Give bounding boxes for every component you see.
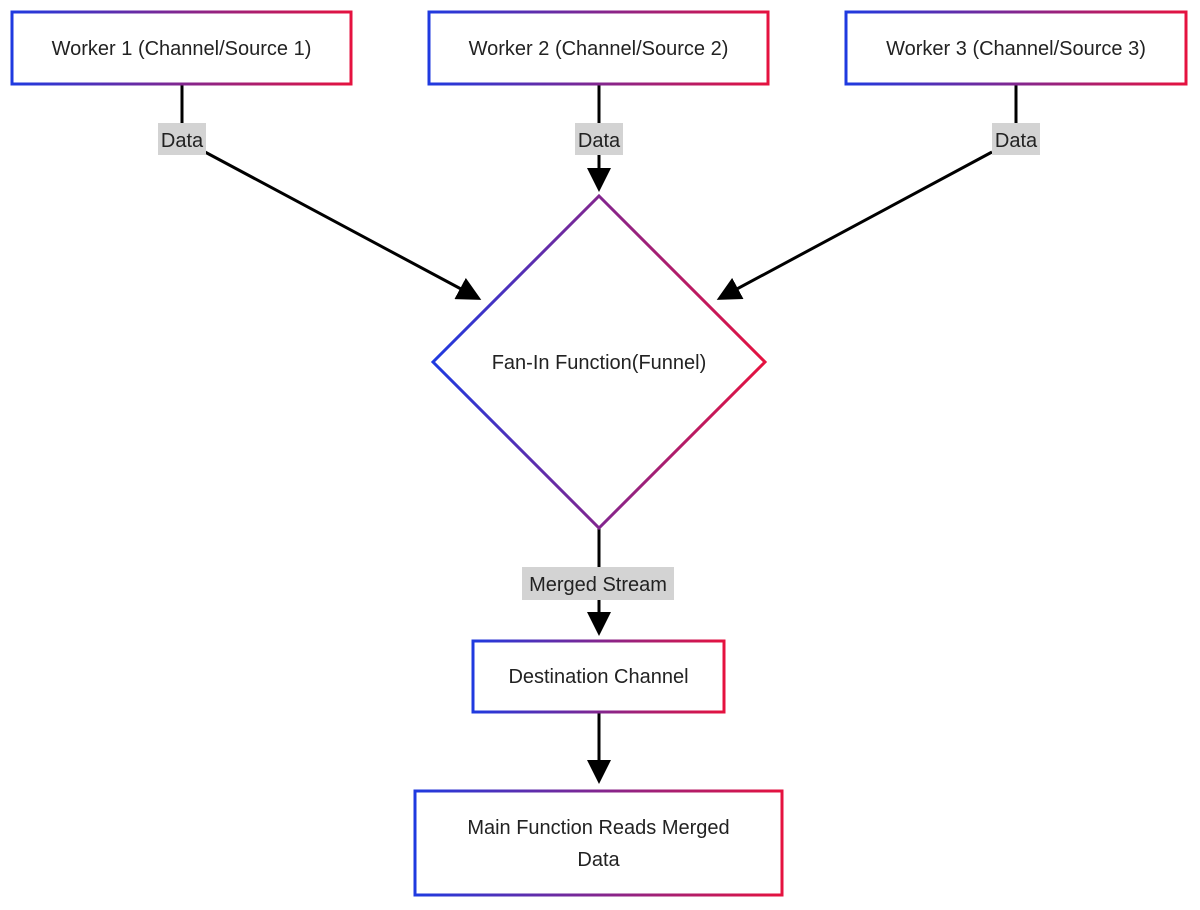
node-worker1-label: Worker 1 (Channel/Source 1) <box>52 38 312 60</box>
edge-label-worker3-text: Data <box>995 130 1038 152</box>
edge-label-worker3: Data <box>992 123 1040 155</box>
node-destination: Destination Channel <box>471 639 726 714</box>
edge-label-worker2-text: Data <box>578 130 621 152</box>
edge-label-worker1: Data <box>158 123 206 155</box>
node-main: Main Function Reads Merged Data <box>413 789 784 897</box>
node-worker2-label: Worker 2 (Channel/Source 2) <box>469 38 729 60</box>
node-main-label-line2: Data <box>577 849 620 871</box>
node-worker2: Worker 2 (Channel/Source 2) <box>427 10 770 86</box>
node-destination-label: Destination Channel <box>508 666 688 688</box>
edge-label-merged-stream: Merged Stream <box>522 567 674 600</box>
node-fanin-decision: Fan-In Function(Funnel) <box>430 193 768 531</box>
edge-worker1-to-fanin <box>180 84 476 297</box>
edge-label-merged-stream-text: Merged Stream <box>529 574 667 596</box>
edge-worker3-to-fanin <box>722 84 1018 297</box>
node-main-label-line1: Main Function Reads Merged <box>467 817 729 839</box>
node-worker1: Worker 1 (Channel/Source 1) <box>10 10 353 86</box>
edges <box>180 84 1018 784</box>
edge-label-worker1-text: Data <box>161 130 204 152</box>
node-fanin-label: Fan-In Function(Funnel) <box>492 352 707 374</box>
node-worker3-label: Worker 3 (Channel/Source 3) <box>886 38 1146 60</box>
edge-label-worker2: Data <box>575 123 623 155</box>
node-worker3: Worker 3 (Channel/Source 3) <box>844 10 1188 86</box>
